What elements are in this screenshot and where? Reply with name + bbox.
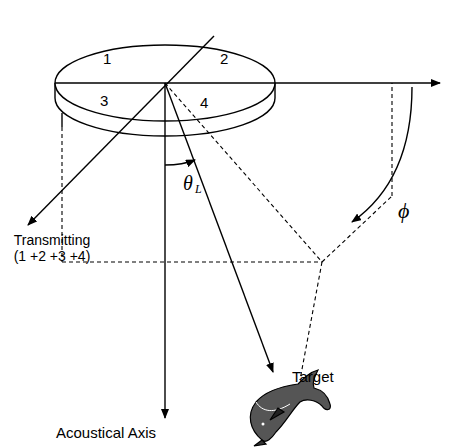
axis-label: Transmitting (1 +2 +3 +4) xyxy=(6,232,98,264)
angle-symbol: ϕ xyxy=(398,198,409,223)
axis-label: Acoustical Axis xyxy=(56,424,156,441)
quadrant-number: 4 xyxy=(200,94,208,111)
quadrant-number: 3 xyxy=(100,92,108,109)
angle-symbol: θ xyxy=(183,172,193,195)
target-label: Target xyxy=(292,368,334,385)
quadrant-number: 2 xyxy=(220,50,228,67)
angle-subscript: L xyxy=(195,183,202,197)
quadrant-number: 1 xyxy=(103,50,111,67)
